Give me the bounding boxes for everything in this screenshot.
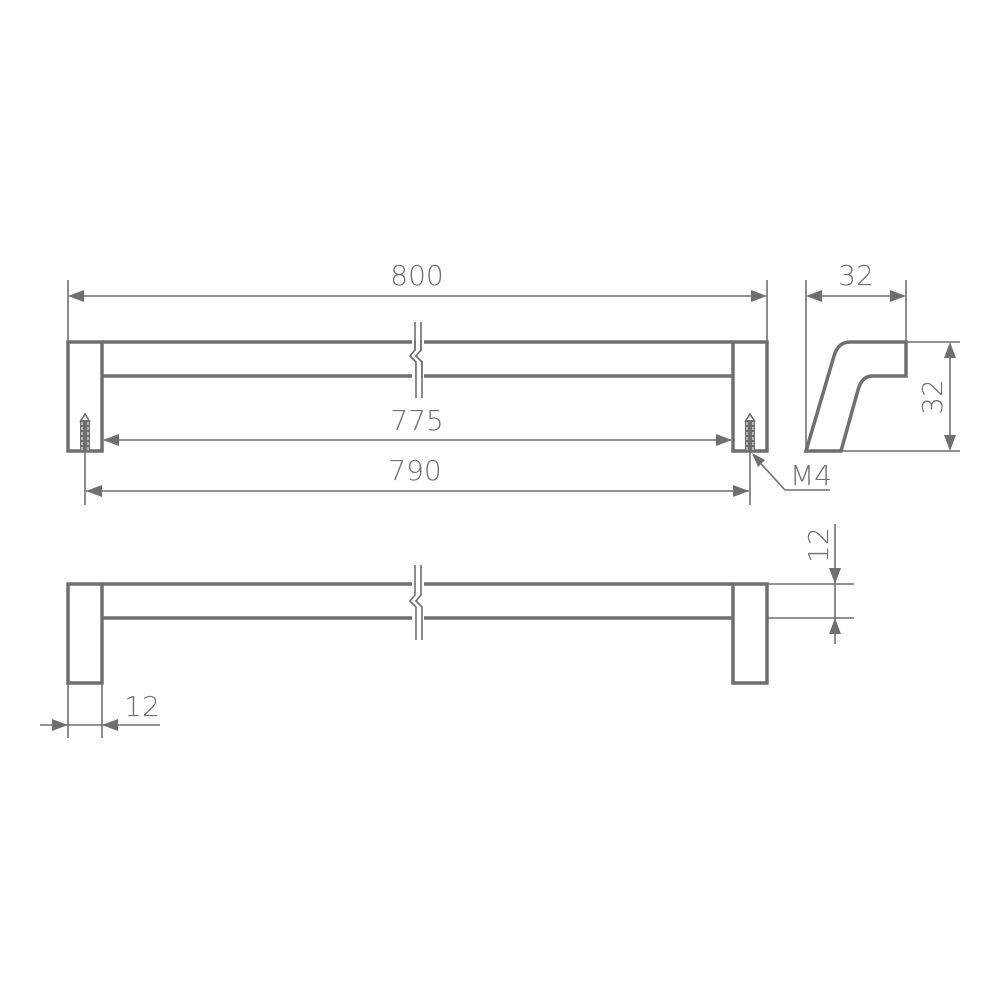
dimension-12-bar: 12 (767, 524, 854, 644)
dimension-32-width: 32 (805, 259, 907, 451)
dim-label-12-leg: 12 (124, 690, 160, 723)
dimension-800: 800 (67, 259, 768, 342)
thread-hole-left (79, 412, 91, 450)
dim-label-790: 790 (388, 454, 441, 487)
handle-side-profile (803, 340, 908, 453)
side-view: 32 32 (803, 259, 960, 453)
dimension-775: 775 (103, 404, 732, 446)
dim-label-32-width: 32 (838, 259, 874, 292)
thread-hole-right (744, 412, 756, 450)
break-symbol-top (408, 565, 423, 640)
front-view: 800 (66, 259, 832, 505)
dim-label-m4: M4 (790, 459, 832, 492)
dim-label-32-height: 32 (916, 379, 949, 415)
dim-label-800: 800 (390, 259, 443, 292)
dim-label-775: 775 (390, 404, 443, 437)
break-symbol (408, 322, 423, 398)
handle-top-outline (66, 582, 769, 685)
dimension-12-leg: 12 (40, 683, 160, 738)
thread-callout-m4: M4 (752, 453, 832, 492)
dimension-790: 790 (84, 451, 751, 505)
dimension-32-height: 32 (841, 341, 960, 452)
top-view: 12 12 (40, 524, 854, 738)
dim-label-12-bar: 12 (802, 527, 835, 563)
